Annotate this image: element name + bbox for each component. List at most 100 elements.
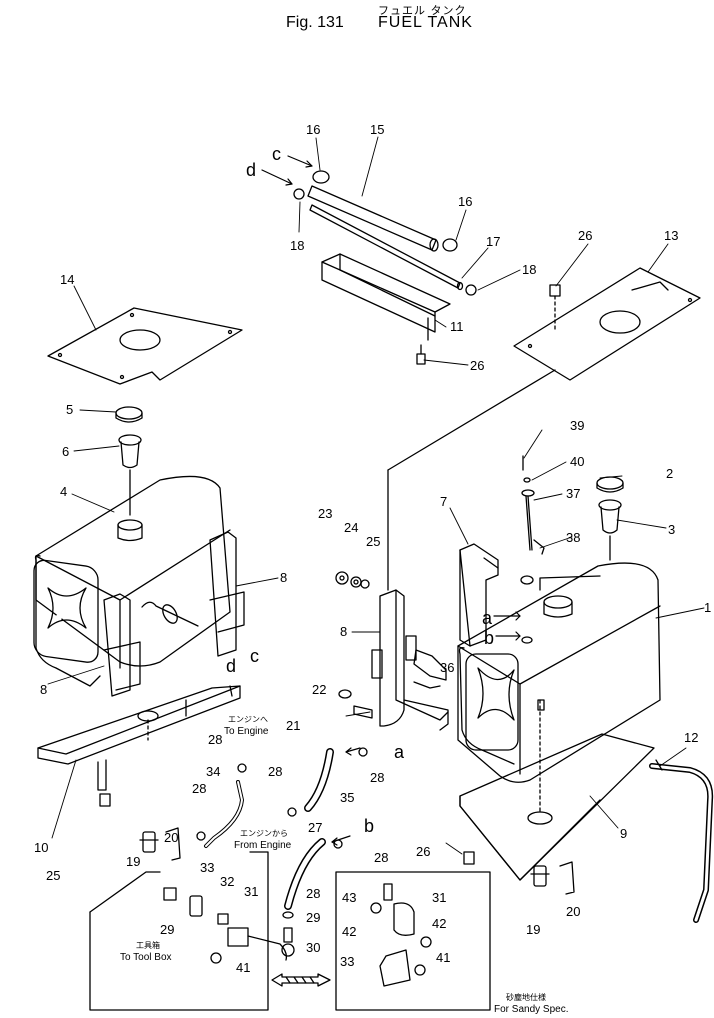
callout-15: 15 xyxy=(370,122,384,137)
callout-41-left: 41 xyxy=(236,960,250,975)
figure-number: Fig. 131 xyxy=(286,14,344,31)
note-tool-box: To Tool Box xyxy=(120,952,172,963)
callout-5: 5 xyxy=(66,402,73,417)
callout-42-left: 42 xyxy=(342,924,356,939)
note-from-engine: From Engine xyxy=(234,840,292,851)
callout-20-right: 20 xyxy=(566,904,580,919)
callout-1: 1 xyxy=(704,600,711,615)
callout-11: 11 xyxy=(450,319,464,334)
callout-3: 3 xyxy=(668,522,675,537)
callout-8-mid: 8 xyxy=(340,624,347,639)
callout-18-right: 18 xyxy=(522,262,536,277)
callout-28-f: 28 xyxy=(306,886,320,901)
bolt-25-left xyxy=(99,793,111,807)
note-sandy: For Sandy Spec. xyxy=(494,1004,568,1015)
nut-18 xyxy=(293,188,477,296)
callout-2: 2 xyxy=(666,466,673,481)
callout-14: 14 xyxy=(60,272,74,287)
callout-39: 39 xyxy=(570,418,584,433)
bracket-8-left xyxy=(103,531,245,697)
cover-14 xyxy=(47,307,243,385)
fuel-tank-1 xyxy=(457,562,661,783)
strainer-3 xyxy=(598,499,622,561)
callout-19-left: 19 xyxy=(126,854,140,869)
pipe-12 xyxy=(649,759,714,923)
ref-letter-a-hose: a xyxy=(394,742,405,762)
tool-box-detail-frame xyxy=(89,851,288,1011)
note-sandy-jp: 砂塵地仕様 xyxy=(506,992,546,1002)
ref-letter-c-top: c xyxy=(272,144,281,164)
callout-19-right: 19 xyxy=(526,922,540,937)
callout-29-left: 29 xyxy=(160,922,174,937)
note-to-engine: To Engine xyxy=(224,726,269,737)
callout-7: 7 xyxy=(440,494,447,509)
clamp-16 xyxy=(312,170,458,252)
plate-36 xyxy=(413,649,447,689)
callout-26-right: 26 xyxy=(416,844,430,859)
callout-6: 6 xyxy=(62,444,69,459)
callout-17: 17 xyxy=(486,234,500,249)
callout-28-c: 28 xyxy=(192,781,206,796)
callout-30: 30 xyxy=(306,940,320,955)
elbow-20-left xyxy=(165,827,181,861)
leader-lines xyxy=(47,136,705,855)
ref-letter-a-tank: a xyxy=(482,608,493,628)
callout-25-left: 25 xyxy=(46,868,60,883)
callout-36: 36 xyxy=(440,660,454,675)
hose-27 xyxy=(284,838,326,910)
callout-28-d: 28 xyxy=(370,770,384,785)
sandy-spec-detail-frame xyxy=(335,871,491,1011)
callout-33-right: 33 xyxy=(340,954,354,969)
base-9 xyxy=(459,699,655,881)
callout-23: 23 xyxy=(318,506,332,521)
note-from-engine-jp: エンジンから xyxy=(240,829,288,838)
ref-letter-c-left: c xyxy=(250,646,259,666)
cap-5 xyxy=(115,406,143,423)
washers-23-24-25 xyxy=(335,571,370,589)
callout-28-b: 28 xyxy=(268,764,282,779)
cover-13 xyxy=(513,267,701,381)
callout-24: 24 xyxy=(344,520,358,535)
washer-22-bolt-21 xyxy=(338,689,373,719)
callout-40: 40 xyxy=(570,454,584,469)
callout-16-right: 16 xyxy=(458,194,472,209)
callout-26-top: 26 xyxy=(470,358,484,373)
valve-19-right xyxy=(530,865,550,887)
hose-35 xyxy=(304,748,334,812)
fitting-29-30 xyxy=(281,927,295,957)
figure-title: FUEL TANK xyxy=(378,14,473,31)
double-arrow xyxy=(271,973,331,987)
callout-21: 21 xyxy=(286,718,300,733)
callout-43: 43 xyxy=(342,890,356,905)
callout-27: 27 xyxy=(308,820,322,835)
callout-20-left: 20 xyxy=(164,830,178,845)
callout-22: 22 xyxy=(312,682,326,697)
base-10 xyxy=(37,685,241,791)
callout-9: 9 xyxy=(620,826,627,841)
pipe-15 xyxy=(307,185,439,252)
note-to-engine-jp: エンジンへ xyxy=(228,715,268,724)
callout-31-left: 31 xyxy=(244,884,258,899)
ref-letter-d-top: d xyxy=(246,160,256,180)
callout-26-cover: 26 xyxy=(578,228,592,243)
callout-28-e: 28 xyxy=(374,850,388,865)
callout-16-left: 16 xyxy=(306,122,320,137)
hose-34 xyxy=(204,780,244,848)
callout-10: 10 xyxy=(34,840,48,855)
bracket-11 xyxy=(321,253,451,341)
pipe-17 xyxy=(309,204,464,291)
bracket-7 xyxy=(459,543,499,647)
callout-42-right: 42 xyxy=(432,916,446,931)
callout-29-right: 29 xyxy=(306,910,320,925)
bolt-26-right xyxy=(463,851,475,865)
callout-37: 37 xyxy=(566,486,580,501)
ref-letter-b-hose: b xyxy=(364,816,374,836)
callout-4: 4 xyxy=(60,484,67,499)
reference-arrows xyxy=(261,155,521,846)
callout-8-lower: 8 xyxy=(40,682,47,697)
callout-33-left: 33 xyxy=(200,860,214,875)
callout-8-left: 8 xyxy=(280,570,287,585)
callout-18-left: 18 xyxy=(290,238,304,253)
elbow-20-right xyxy=(559,861,575,895)
